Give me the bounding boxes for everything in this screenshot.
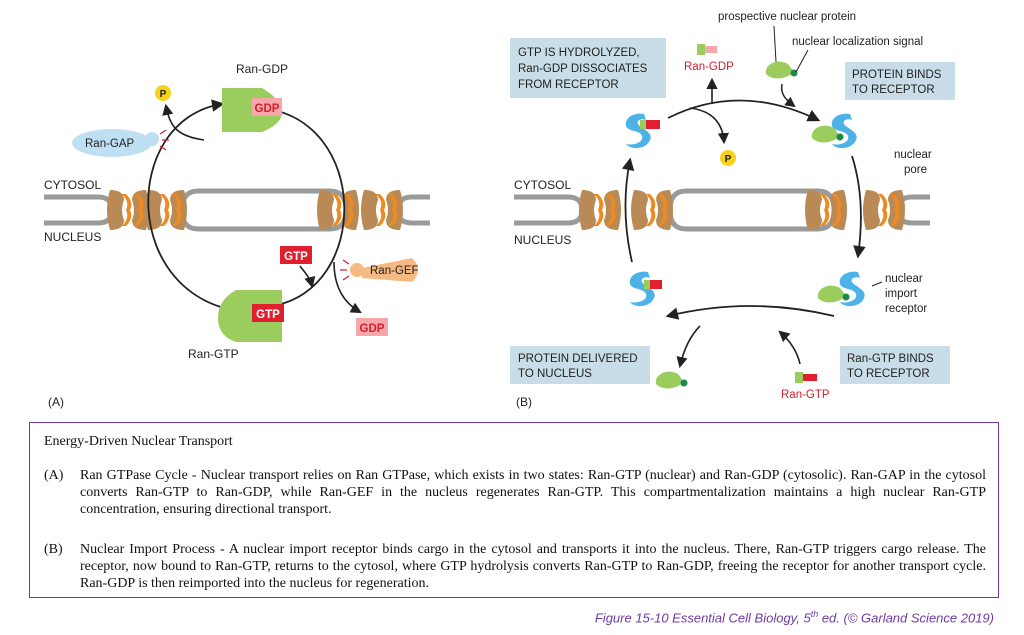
nucleus-label-a: NUCLEUS <box>44 230 101 244</box>
cycle-arrow-right <box>261 107 346 311</box>
nls-label: nuclear localization signal <box>792 36 923 48</box>
nuclear-pore-a4 <box>361 190 403 230</box>
gdp-badge: GDP <box>255 103 280 115</box>
svg-text:TO RECEPTOR: TO RECEPTOR <box>847 368 930 380</box>
prospective-protein-label: prospective nuclear protein <box>718 11 856 23</box>
receptor-label-1: nuclear <box>885 273 923 285</box>
ran-gdp-molecule: GDP <box>222 88 282 132</box>
nuclear-transport-diagram: CYTOSOL NUCLEUS GDP Ran-GDP GTP Ran-GTP <box>44 11 955 409</box>
gtp-in-arrow <box>299 265 316 289</box>
receptor-bottom-right <box>817 271 865 307</box>
released-ran-gdp-label: Ran-GDP <box>684 61 734 73</box>
receptor-label-2: import <box>885 288 918 300</box>
ran-gap-protein <box>72 129 169 157</box>
svg-text:PROTEIN BINDS: PROTEIN BINDS <box>852 69 942 81</box>
svg-text:Ran-GDP DISSOCIATES: Ran-GDP DISSOCIATES <box>518 63 648 75</box>
panel-b: CYTOSOL NUCLEUS prospective nuclear pro <box>510 11 955 409</box>
prospective-protein <box>765 61 798 79</box>
cycle-arrow-left-b <box>621 157 635 263</box>
receptor-top-right <box>811 113 857 149</box>
svg-text:FROM RECEPTOR: FROM RECEPTOR <box>518 79 619 91</box>
phosphate-icon-b: P <box>720 150 736 166</box>
prospective-protein-leader <box>773 25 777 63</box>
released-ran-gdp <box>697 44 717 55</box>
receptor-top-left <box>625 113 660 149</box>
caption-marker-a: (A) <box>44 468 64 483</box>
ran-gap-label: Ran-GAP <box>85 138 135 150</box>
panel-a-tag: (A) <box>48 395 64 409</box>
nuclear-pore-label-2: pore <box>904 164 927 176</box>
ran-gdp-label: Ran-GDP <box>236 62 288 76</box>
free-gtp-badge: GTP <box>280 246 312 264</box>
ran-gtp-bind-arrow <box>778 330 801 365</box>
step-box-hydrolyzed: GTP IS HYDROLYZED, Ran-GDP DISSOCIATES F… <box>510 38 666 98</box>
gtp-badge: GTP <box>256 309 280 321</box>
caption-text-a: Ran GTPase Cycle - Nuclear transport rel… <box>80 468 986 517</box>
cycle-arrow-top <box>667 99 821 122</box>
nuclear-pore-a3 <box>317 190 359 230</box>
receptor-label-3: receptor <box>885 303 927 315</box>
svg-text:P: P <box>725 154 732 165</box>
step-box-protein-binds: PROTEIN BINDS TO RECEPTOR <box>845 62 955 100</box>
cargo-binding-arrow <box>780 83 796 108</box>
caption-item-b: (B) Nuclear Import Process - A nuclear i… <box>44 541 986 592</box>
nuclear-pore-a2 <box>145 190 187 230</box>
caption-text-b: Nuclear Import Process - A nuclear impor… <box>80 542 986 591</box>
nuclear-pore-label-1: nuclear <box>894 149 932 161</box>
cycle-arrow-bottom <box>665 305 835 320</box>
nuclear-pore-b3 <box>805 190 847 230</box>
incoming-ran-gtp <box>795 372 817 383</box>
receptor-bottom-left <box>629 271 662 307</box>
nucleus-label-b: NUCLEUS <box>514 233 571 247</box>
svg-text:TO NUCLEUS: TO NUCLEUS <box>518 368 592 380</box>
nuclear-pore-b2 <box>631 190 673 230</box>
phosphate-release-arrow-a <box>162 103 205 141</box>
nuclear-pore-b4 <box>863 190 905 230</box>
cytosol-label-a: CYTOSOL <box>44 178 101 192</box>
delivered-protein <box>655 371 688 389</box>
caption-title: Energy-Driven Nuclear Transport <box>44 434 233 449</box>
figure-credit: Figure 15-10 Essential Cell Biology, 5th… <box>594 609 994 626</box>
ran-gef-label: Ran-GEF <box>370 265 419 277</box>
step-box-ran-gtp-binds: Ran-GTP BINDS TO RECEPTOR <box>840 346 950 384</box>
ran-gtp-label: Ran-GTP <box>188 347 239 361</box>
cycle-arrow-left <box>147 99 247 313</box>
nuclear-pore-a1 <box>107 190 149 230</box>
free-gdp-badge: GDP <box>356 318 388 336</box>
nls-leader <box>795 49 809 73</box>
svg-text:GDP: GDP <box>360 323 385 335</box>
step-box-delivered: PROTEIN DELIVERED TO NUCLEUS <box>510 346 650 384</box>
cytosol-label-b: CYTOSOL <box>514 178 571 192</box>
phosphate-release-arrow-b <box>689 107 729 145</box>
svg-text:PROTEIN DELIVERED: PROTEIN DELIVERED <box>518 353 638 365</box>
cargo-release-arrow <box>676 325 701 369</box>
svg-text:Ran-GTP BINDS: Ran-GTP BINDS <box>847 353 934 365</box>
nuclear-pore-b1 <box>579 190 621 230</box>
ran-gef-protein <box>340 258 418 282</box>
panel-b-tag: (B) <box>516 395 532 409</box>
receptor-leader <box>871 281 883 287</box>
caption-marker-b: (B) <box>44 542 63 557</box>
ran-gtp-molecule: GTP <box>218 290 284 342</box>
svg-text:P: P <box>160 89 167 100</box>
cycle-arrow-right-b <box>851 155 866 259</box>
gdp-out-arrow <box>333 261 362 314</box>
caption-item-a: (A) Ran GTPase Cycle - Nuclear transport… <box>44 467 986 518</box>
phosphate-icon-a: P <box>155 85 171 101</box>
panel-a: CYTOSOL NUCLEUS GDP Ran-GDP GTP Ran-GTP <box>44 62 430 409</box>
incoming-ran-gtp-label: Ran-GTP <box>781 389 830 401</box>
svg-text:TO RECEPTOR: TO RECEPTOR <box>852 84 935 96</box>
caption-box: Energy-Driven Nuclear Transport (A) Ran … <box>29 422 999 598</box>
svg-text:GTP IS HYDROLYZED,: GTP IS HYDROLYZED, <box>518 47 640 59</box>
svg-text:GTP: GTP <box>284 251 308 263</box>
